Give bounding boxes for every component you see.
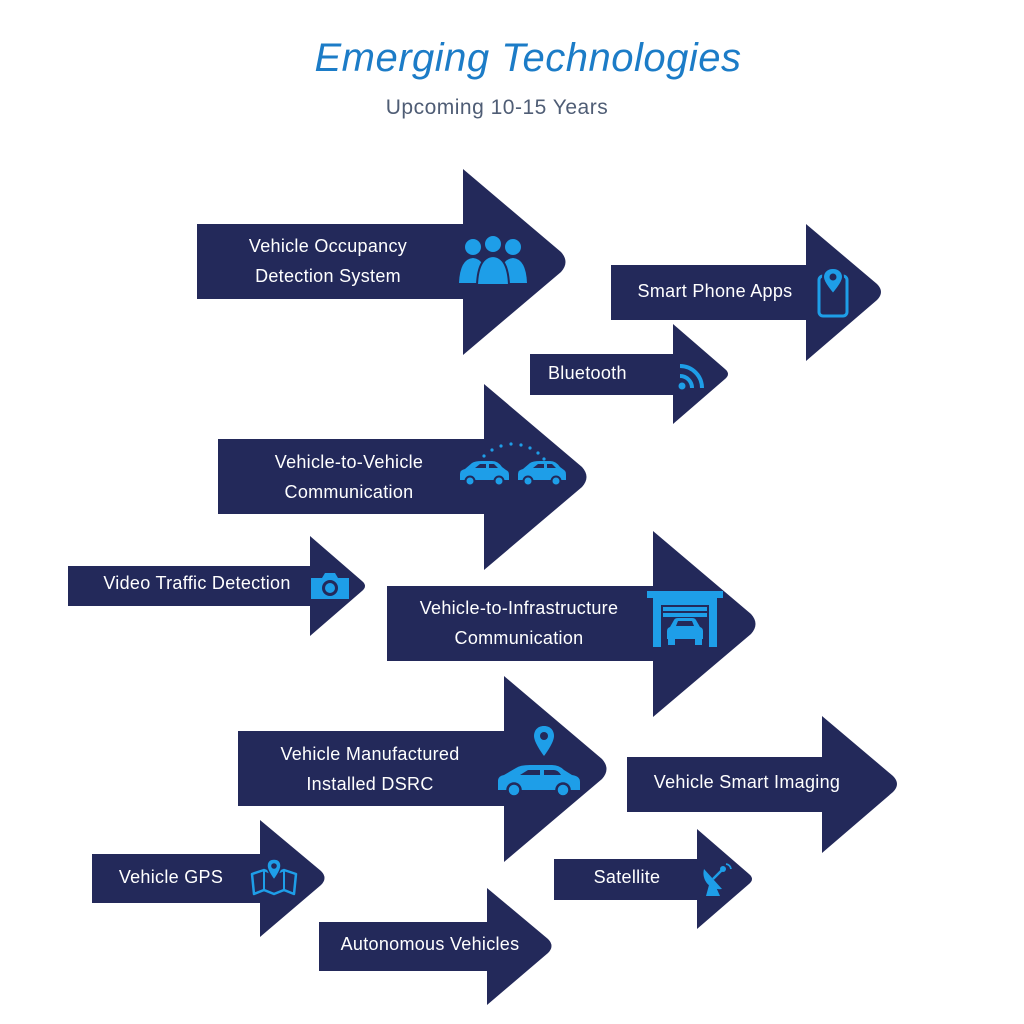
- satellite-dish-icon: [703, 863, 732, 896]
- arrow-autonomous-vehicles: Autonomous Vehicles: [319, 888, 555, 1005]
- people-group-icon: [459, 234, 527, 285]
- arrow-label-line1: Vehicle GPS: [118, 867, 224, 887]
- map-pin-icon: [250, 858, 298, 896]
- camera-icon: [311, 573, 349, 599]
- arrow-shape: [627, 716, 897, 853]
- arrow-label-line1: Vehicle Manufactured: [280, 744, 460, 764]
- arrow-shape: [68, 536, 365, 636]
- car-pin-icon: [498, 726, 580, 796]
- garage-car-icon: [647, 591, 723, 647]
- arrow-label-line2: Detection System: [255, 266, 401, 286]
- arrow-vehicle-gps: Vehicle GPS: [92, 820, 328, 937]
- arrow-label-line1: Bluetooth: [548, 363, 627, 383]
- two-cars-icon: [460, 442, 566, 487]
- arrow-bluetooth: Bluetooth: [530, 324, 731, 424]
- arrow-shape: [530, 324, 728, 424]
- arrow-label-line1: Vehicle Occupancy: [248, 236, 408, 256]
- arrow-shape: [387, 531, 756, 717]
- arrow-label-line1: Video Traffic Detection: [103, 573, 291, 593]
- arrow-shape: [197, 169, 566, 355]
- arrow-shape: [611, 224, 881, 361]
- arrow-shape: [218, 384, 587, 570]
- arrow-label-line1: Vehicle-to-Infrastructure: [419, 598, 619, 618]
- arrow-vehicle-occupancy: Vehicle Occupancy Detection System: [197, 169, 570, 355]
- arrow-label-line1: Satellite: [593, 867, 661, 887]
- arrow-smart-phone-apps: Smart Phone Apps: [611, 224, 885, 361]
- arrow-label-line1: Vehicle-to-Vehicle: [274, 452, 424, 472]
- signal-wave-icon: [678, 364, 704, 390]
- arrow-label-line1: Autonomous Vehicles: [340, 934, 520, 954]
- arrow-shape: [554, 829, 752, 929]
- arrow-label-line1: Smart Phone Apps: [637, 281, 793, 301]
- arrow-label-line2: Communication: [454, 628, 584, 648]
- arrow-shape: [319, 888, 552, 1005]
- arrow-label-line1: Vehicle Smart Imaging: [653, 772, 841, 792]
- arrow-vehicle-to-infrastructure: Vehicle-to-Infrastructure Communication: [387, 531, 760, 717]
- page-subtitle: Upcoming 10-15 Years: [385, 96, 609, 119]
- page-title: Emerging Technologies: [314, 36, 742, 80]
- arrow-vehicle-to-vehicle: Vehicle-to-Vehicle Communication: [218, 384, 591, 570]
- arrow-label-line2: Communication: [284, 482, 414, 502]
- arrow-vehicle-manufactured-dsrc: Vehicle Manufactured Installed DSRC: [238, 676, 611, 862]
- arrow-satellite: Satellite: [554, 829, 755, 929]
- arrow-shape: [238, 676, 607, 862]
- arrow-vehicle-smart-imaging: Vehicle Smart Imaging: [627, 716, 901, 853]
- phone-location-icon: [817, 268, 849, 318]
- arrow-label-line2: Installed DSRC: [306, 774, 434, 794]
- arrow-shape: [92, 820, 325, 937]
- arrow-video-traffic-detection: Video Traffic Detection: [68, 536, 368, 636]
